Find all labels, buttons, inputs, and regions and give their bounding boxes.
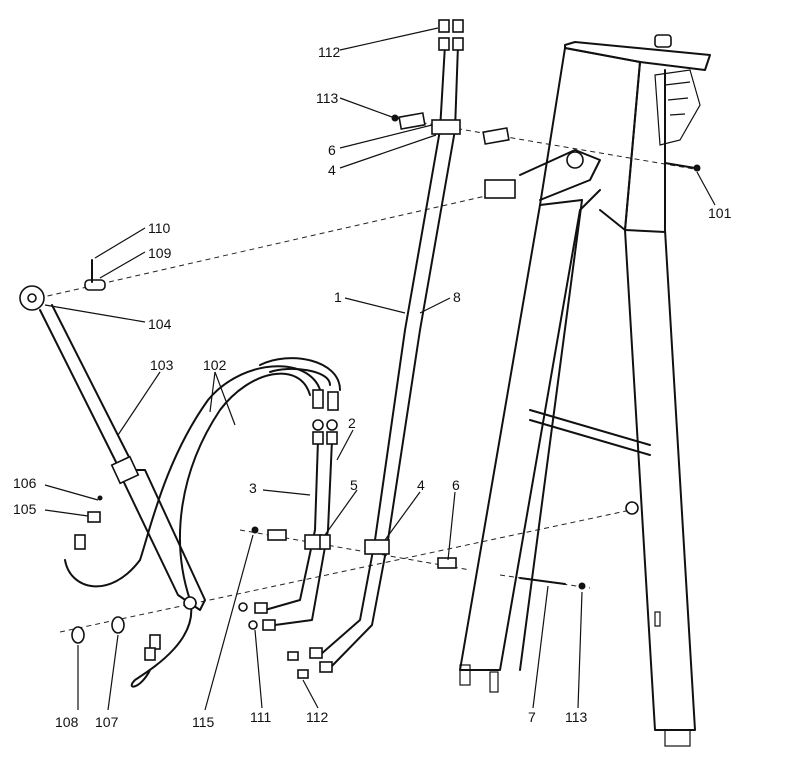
alignment-lines bbox=[29, 117, 701, 633]
label-103: 103 bbox=[150, 357, 174, 373]
label-3: 3 bbox=[249, 480, 257, 496]
mast-frame bbox=[459, 34, 711, 747]
label-104: 104 bbox=[148, 316, 172, 332]
label-102: 102 bbox=[203, 357, 227, 373]
label-107: 107 bbox=[95, 714, 119, 730]
label-110: 110 bbox=[148, 220, 171, 236]
label-105: 105 bbox=[13, 501, 37, 517]
pin-7 bbox=[519, 577, 586, 590]
label-109: 109 bbox=[148, 245, 172, 261]
label-101: 101 bbox=[708, 205, 732, 221]
label-7: 7 bbox=[528, 709, 536, 725]
label-112-top: 112 bbox=[318, 44, 341, 60]
pipes-2-3 bbox=[238, 419, 457, 631]
label-113-top: 113 bbox=[316, 90, 339, 106]
hydraulic-pipes-main bbox=[287, 19, 510, 679]
label-2: 2 bbox=[348, 415, 356, 431]
label-4-mid: 4 bbox=[417, 477, 425, 493]
label-5: 5 bbox=[350, 477, 358, 493]
label-106: 106 bbox=[13, 475, 37, 491]
label-8: 8 bbox=[453, 289, 461, 305]
callout-labels: 112 113 6 4 101 110 109 104 1 8 103 102 … bbox=[13, 44, 732, 730]
label-108: 108 bbox=[55, 714, 79, 730]
bolt-101 bbox=[664, 162, 701, 172]
label-6-top: 6 bbox=[328, 142, 336, 158]
washers bbox=[71, 616, 125, 644]
label-4-top: 4 bbox=[328, 162, 336, 178]
label-112-bot: 112 bbox=[306, 709, 329, 725]
label-1: 1 bbox=[334, 289, 342, 305]
hose-102 bbox=[64, 357, 341, 688]
label-6-mid: 6 bbox=[452, 477, 460, 493]
leader-lines bbox=[44, 27, 716, 711]
cylinder-103 bbox=[19, 259, 206, 611]
label-113-bot: 113 bbox=[565, 709, 588, 725]
label-111: 111 bbox=[250, 709, 271, 725]
label-115: 115 bbox=[192, 714, 215, 730]
